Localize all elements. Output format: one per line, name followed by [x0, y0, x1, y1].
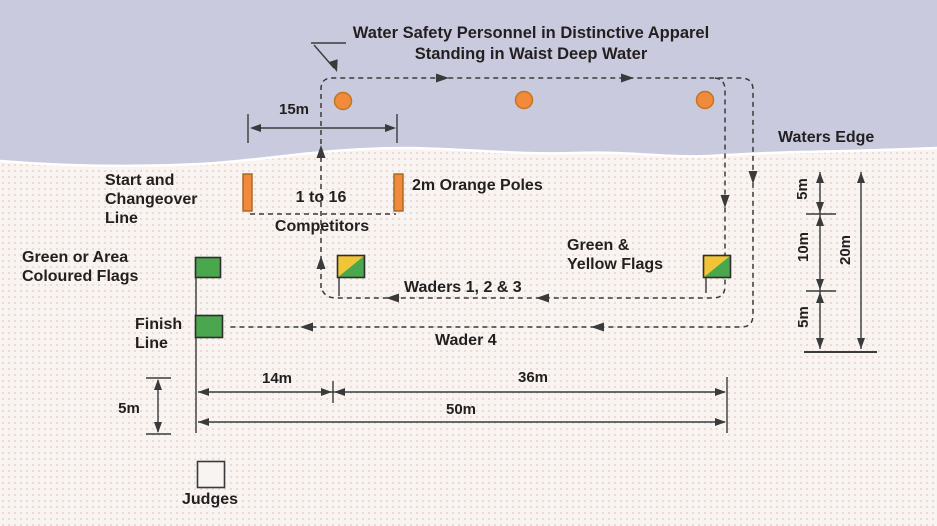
- personnel-marker-icon: [695, 90, 715, 110]
- dim-50m-label: 50m: [445, 401, 477, 418]
- course-loop-outer: [229, 77, 754, 328]
- area-flags-line2: Coloured Flags: [22, 268, 139, 286]
- water-safety-personnel-markers: [333, 90, 715, 111]
- dim-arrow-icon: [250, 124, 261, 132]
- dim-arrow-icon: [857, 172, 865, 183]
- flag-outline: [336, 254, 366, 279]
- green-yellow-flags-label: Green & Yellow Flags: [567, 236, 663, 274]
- area-flag-icon: [194, 256, 222, 279]
- flow-arrow-up-icon: [316, 256, 326, 269]
- dim-arrow-icon: [154, 422, 162, 433]
- flow-arrow-down-icon: [720, 195, 730, 208]
- annotation-line2: Standing in Waist Deep Water: [414, 45, 648, 63]
- course-loop-inner-return: [320, 77, 726, 299]
- area-flags-label: Green or Area Coloured Flags: [22, 248, 138, 286]
- dim-5m-top-label: 5m: [794, 178, 811, 200]
- gy-flags-line2: Yellow Flags: [567, 256, 664, 274]
- leader-arrow-icon: [329, 59, 338, 72]
- dim-arrow-icon: [715, 418, 726, 426]
- flow-arrow-left-icon: [300, 322, 313, 332]
- orange-pole-icon: [242, 173, 253, 212]
- start-changeover-label: Start and Changeover Line: [105, 171, 197, 229]
- dim-arrow-icon: [816, 338, 824, 349]
- orange-poles: [242, 173, 404, 212]
- annotation-leader: [311, 42, 346, 69]
- dimension-arrows: [154, 124, 865, 433]
- start-changeover-line1: Start and: [105, 172, 175, 189]
- competitors-count-label: 1 to 16: [295, 189, 347, 206]
- green-yellow-flag-left: [336, 254, 366, 279]
- flow-arrow-up-icon: [316, 145, 326, 158]
- flag-outline: [702, 254, 732, 279]
- judges-label: Judges: [181, 491, 239, 508]
- personnel-marker-icon: [333, 91, 353, 111]
- dim-arrow-icon: [385, 124, 396, 132]
- competitors-label: Competitors: [274, 218, 370, 235]
- dim-5m-bottom-label: 5m: [795, 306, 812, 328]
- finish-line-line2: Line: [135, 335, 168, 353]
- water-area: [0, 0, 937, 166]
- flow-arrow-down-icon: [748, 171, 758, 184]
- dim-depth-ticks: [806, 213, 836, 292]
- personnel-marker-icon: [514, 90, 534, 110]
- dim-arrow-icon: [816, 215, 824, 226]
- flow-arrow-left-icon: [536, 293, 549, 303]
- waters-edge-wave-line: [0, 146, 937, 168]
- waters-edge-label: Waters Edge: [778, 129, 875, 146]
- dim-10m-label: 10m: [795, 231, 812, 263]
- green-yellow-flag-right: [702, 254, 732, 279]
- dim-arrow-icon: [334, 388, 345, 396]
- dim-arrow-icon: [816, 292, 824, 303]
- start-changeover-line2: Changeover: [105, 191, 198, 209]
- dim-15m-line: [247, 114, 398, 143]
- dim-20m-label: 20m: [837, 234, 854, 266]
- dim-arrow-icon: [154, 379, 162, 390]
- finish-flag-icon: [194, 314, 224, 339]
- judges-box-icon: [196, 460, 226, 489]
- dim-5m-left-label: 5m: [118, 400, 140, 417]
- dimension-lines: [146, 114, 877, 435]
- flow-arrow-right-icon: [436, 73, 449, 83]
- dim-arrow-icon: [198, 388, 209, 396]
- orange-poles-label: 2m Orange Poles: [412, 177, 543, 194]
- flow-arrow-right-icon: [621, 73, 634, 83]
- course-flow-arrows: [300, 73, 758, 332]
- area-flags-line1: Green or Area: [22, 249, 129, 266]
- dim-36m-label: 36m: [517, 369, 549, 386]
- finish-line-label: Finish Line: [135, 315, 182, 353]
- dim-14m-label: 14m: [261, 370, 293, 387]
- flag-green-half: [337, 255, 365, 278]
- course-path: [229, 77, 754, 328]
- dim-arrow-icon: [715, 388, 726, 396]
- annotation-line1: Water Safety Personnel in Distinctive Ap…: [352, 24, 710, 42]
- wader4-label: Wader 4: [435, 332, 497, 349]
- gy-flags-line1: Green &: [567, 237, 630, 254]
- dim-arrow-icon: [198, 418, 209, 426]
- flag-green-half: [703, 255, 731, 278]
- waders123-label: Waders 1, 2 & 3: [404, 279, 522, 296]
- dim-arrow-icon: [857, 338, 865, 349]
- dim-arrow-icon: [816, 279, 824, 290]
- dim-arrow-icon: [321, 388, 332, 396]
- start-changeover-line3: Line: [105, 210, 138, 228]
- orange-pole-icon: [393, 173, 404, 212]
- flow-arrow-left-icon: [591, 322, 604, 332]
- dim-arrow-icon: [816, 202, 824, 213]
- finish-line-line1: Finish: [135, 316, 183, 333]
- flow-arrow-left-icon: [386, 293, 399, 303]
- dim-15m-label: 15m: [278, 101, 310, 118]
- dim-arrow-icon: [816, 172, 824, 183]
